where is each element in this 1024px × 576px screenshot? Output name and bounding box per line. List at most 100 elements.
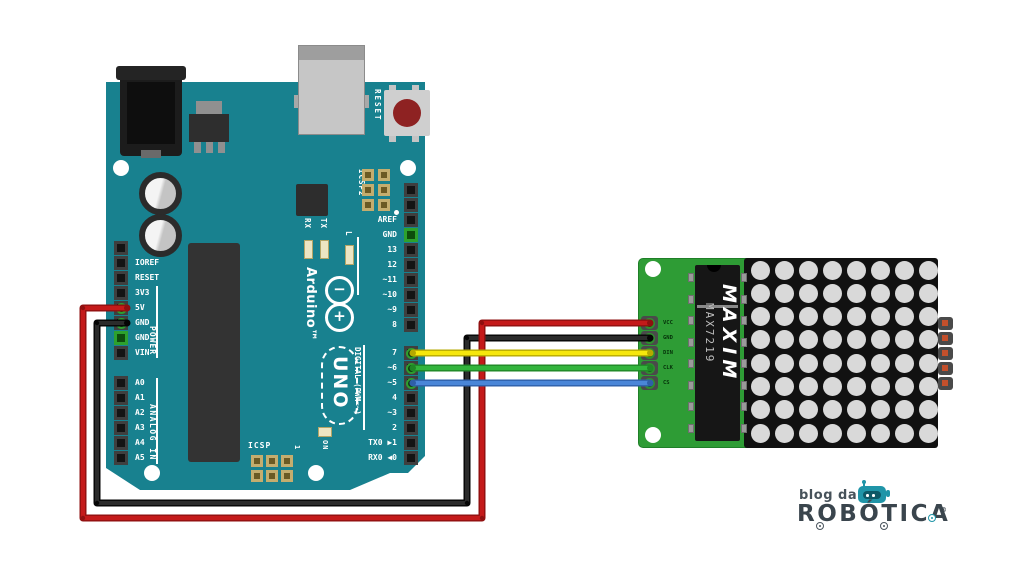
analog-pin-label-A5: A5 bbox=[135, 453, 145, 462]
power-pin-label-RESET: RESET bbox=[135, 273, 160, 282]
matrix-dot bbox=[870, 353, 890, 373]
matrix-dot bbox=[798, 377, 818, 396]
digital-pin-label-~5: ~5 bbox=[387, 378, 397, 387]
matrix-dot bbox=[750, 330, 770, 350]
digital-pin-~11 bbox=[404, 273, 418, 287]
wire-joint bbox=[80, 515, 86, 521]
digital-pin-label-GND: GND bbox=[382, 230, 397, 239]
max7219-chip bbox=[695, 265, 740, 441]
matrix-dot bbox=[918, 307, 938, 327]
matrix-dot bbox=[870, 307, 890, 327]
matrix-dot bbox=[870, 330, 890, 350]
analog-pin-A1 bbox=[114, 391, 128, 405]
plus-glyph: + bbox=[333, 307, 346, 325]
matrix-dot bbox=[774, 400, 794, 420]
divider bbox=[156, 378, 158, 464]
tx-led bbox=[320, 240, 329, 259]
matrix-dot bbox=[750, 283, 770, 303]
chip-leg bbox=[688, 359, 694, 368]
capacitor bbox=[139, 172, 182, 215]
digital-pin-label-~11: ~11 bbox=[382, 275, 397, 284]
module-output-pin bbox=[938, 331, 953, 345]
chip-leg bbox=[688, 316, 694, 325]
digital-pin-8 bbox=[404, 318, 418, 332]
reset-button-tab bbox=[389, 85, 396, 92]
chip-leg bbox=[688, 423, 694, 433]
matrix-dot bbox=[894, 330, 914, 350]
analog-pin-label-A4: A4 bbox=[135, 438, 145, 447]
digital-pin-label-4: 4 bbox=[392, 393, 397, 402]
power-pin-VIN bbox=[114, 346, 128, 360]
digital-pin-AREF bbox=[404, 213, 418, 227]
reset-button-cap[interactable] bbox=[393, 99, 421, 127]
matrix-dot bbox=[846, 353, 866, 373]
chip-leg bbox=[688, 402, 694, 411]
chip-leg bbox=[741, 337, 747, 347]
module-pin-label-VCC: VCC bbox=[663, 320, 673, 326]
icsp-pin bbox=[251, 455, 263, 467]
matrix-dot bbox=[774, 260, 794, 280]
reset-button-tab bbox=[412, 85, 419, 92]
digital-pin-label-2: 2 bbox=[392, 423, 397, 432]
mounting-hole bbox=[113, 160, 129, 176]
matrix-dot bbox=[798, 283, 818, 303]
digital-pin-label-~3: ~3 bbox=[387, 408, 397, 417]
capacitor bbox=[139, 214, 182, 257]
chip-leg bbox=[741, 273, 747, 282]
wire-joint bbox=[647, 335, 653, 341]
digital-pin-13 bbox=[404, 243, 418, 257]
power-pin-RESET bbox=[114, 271, 128, 285]
power-pin-GND bbox=[114, 331, 128, 345]
digital-pin-~9 bbox=[404, 303, 418, 317]
usb-port-tab bbox=[363, 95, 369, 108]
matrix-dot bbox=[918, 423, 938, 443]
chip-bar bbox=[697, 305, 738, 308]
logo-line2: ROBÓTICA bbox=[797, 501, 951, 527]
matrix-dot bbox=[894, 283, 914, 303]
module-pin-label-CLK: CLK bbox=[663, 365, 673, 371]
matrix-dot bbox=[870, 377, 890, 396]
power-jack-nub bbox=[141, 150, 161, 158]
icsp-pin bbox=[266, 455, 278, 467]
reset-button-tab bbox=[389, 135, 396, 142]
mounting-hole bbox=[144, 465, 160, 481]
matrix-dot bbox=[894, 353, 914, 373]
matrix-dot bbox=[798, 423, 818, 443]
chip-leg bbox=[741, 359, 747, 368]
chip-leg bbox=[688, 337, 694, 347]
analog-pin-label-A1: A1 bbox=[135, 393, 145, 402]
regulator-leg bbox=[218, 142, 225, 153]
matrix-dot bbox=[774, 307, 794, 327]
regulator-leg bbox=[194, 142, 201, 153]
power-pin-label-5V: 5V bbox=[135, 303, 145, 312]
mounting-hole bbox=[308, 465, 324, 481]
matrix-dot bbox=[774, 353, 794, 373]
wire-joint bbox=[94, 320, 100, 326]
power-jack-inner bbox=[127, 82, 175, 144]
matrix-dot bbox=[870, 283, 890, 303]
matrix-dot bbox=[846, 423, 866, 443]
wire-joint bbox=[124, 305, 130, 311]
matrix-dot bbox=[918, 400, 938, 420]
icsp-pin bbox=[281, 455, 293, 467]
wire-joint bbox=[80, 305, 86, 311]
matrix-dot bbox=[870, 260, 890, 280]
matrix-dot bbox=[798, 353, 818, 373]
digital-pin-2 bbox=[404, 421, 418, 435]
analog-pin-label-A3: A3 bbox=[135, 423, 145, 432]
circuit-node bbox=[816, 522, 824, 530]
digital-pin-label-AREF: AREF bbox=[377, 215, 397, 224]
circuit-node bbox=[880, 522, 888, 530]
mounting-hole bbox=[400, 160, 416, 176]
matrix-dot bbox=[822, 283, 842, 303]
icsp2-pin bbox=[378, 169, 390, 181]
module-pin-label-DIN: DIN bbox=[663, 350, 673, 356]
analog-pin-A5 bbox=[114, 451, 128, 465]
usb-port-tab bbox=[294, 95, 300, 108]
digital-pin-label-12: 12 bbox=[387, 260, 397, 269]
module-output-pin bbox=[938, 361, 953, 375]
power-pin-label-IOREF: IOREF bbox=[135, 258, 160, 267]
matrix-dot bbox=[798, 260, 818, 280]
divider bbox=[156, 286, 158, 358]
